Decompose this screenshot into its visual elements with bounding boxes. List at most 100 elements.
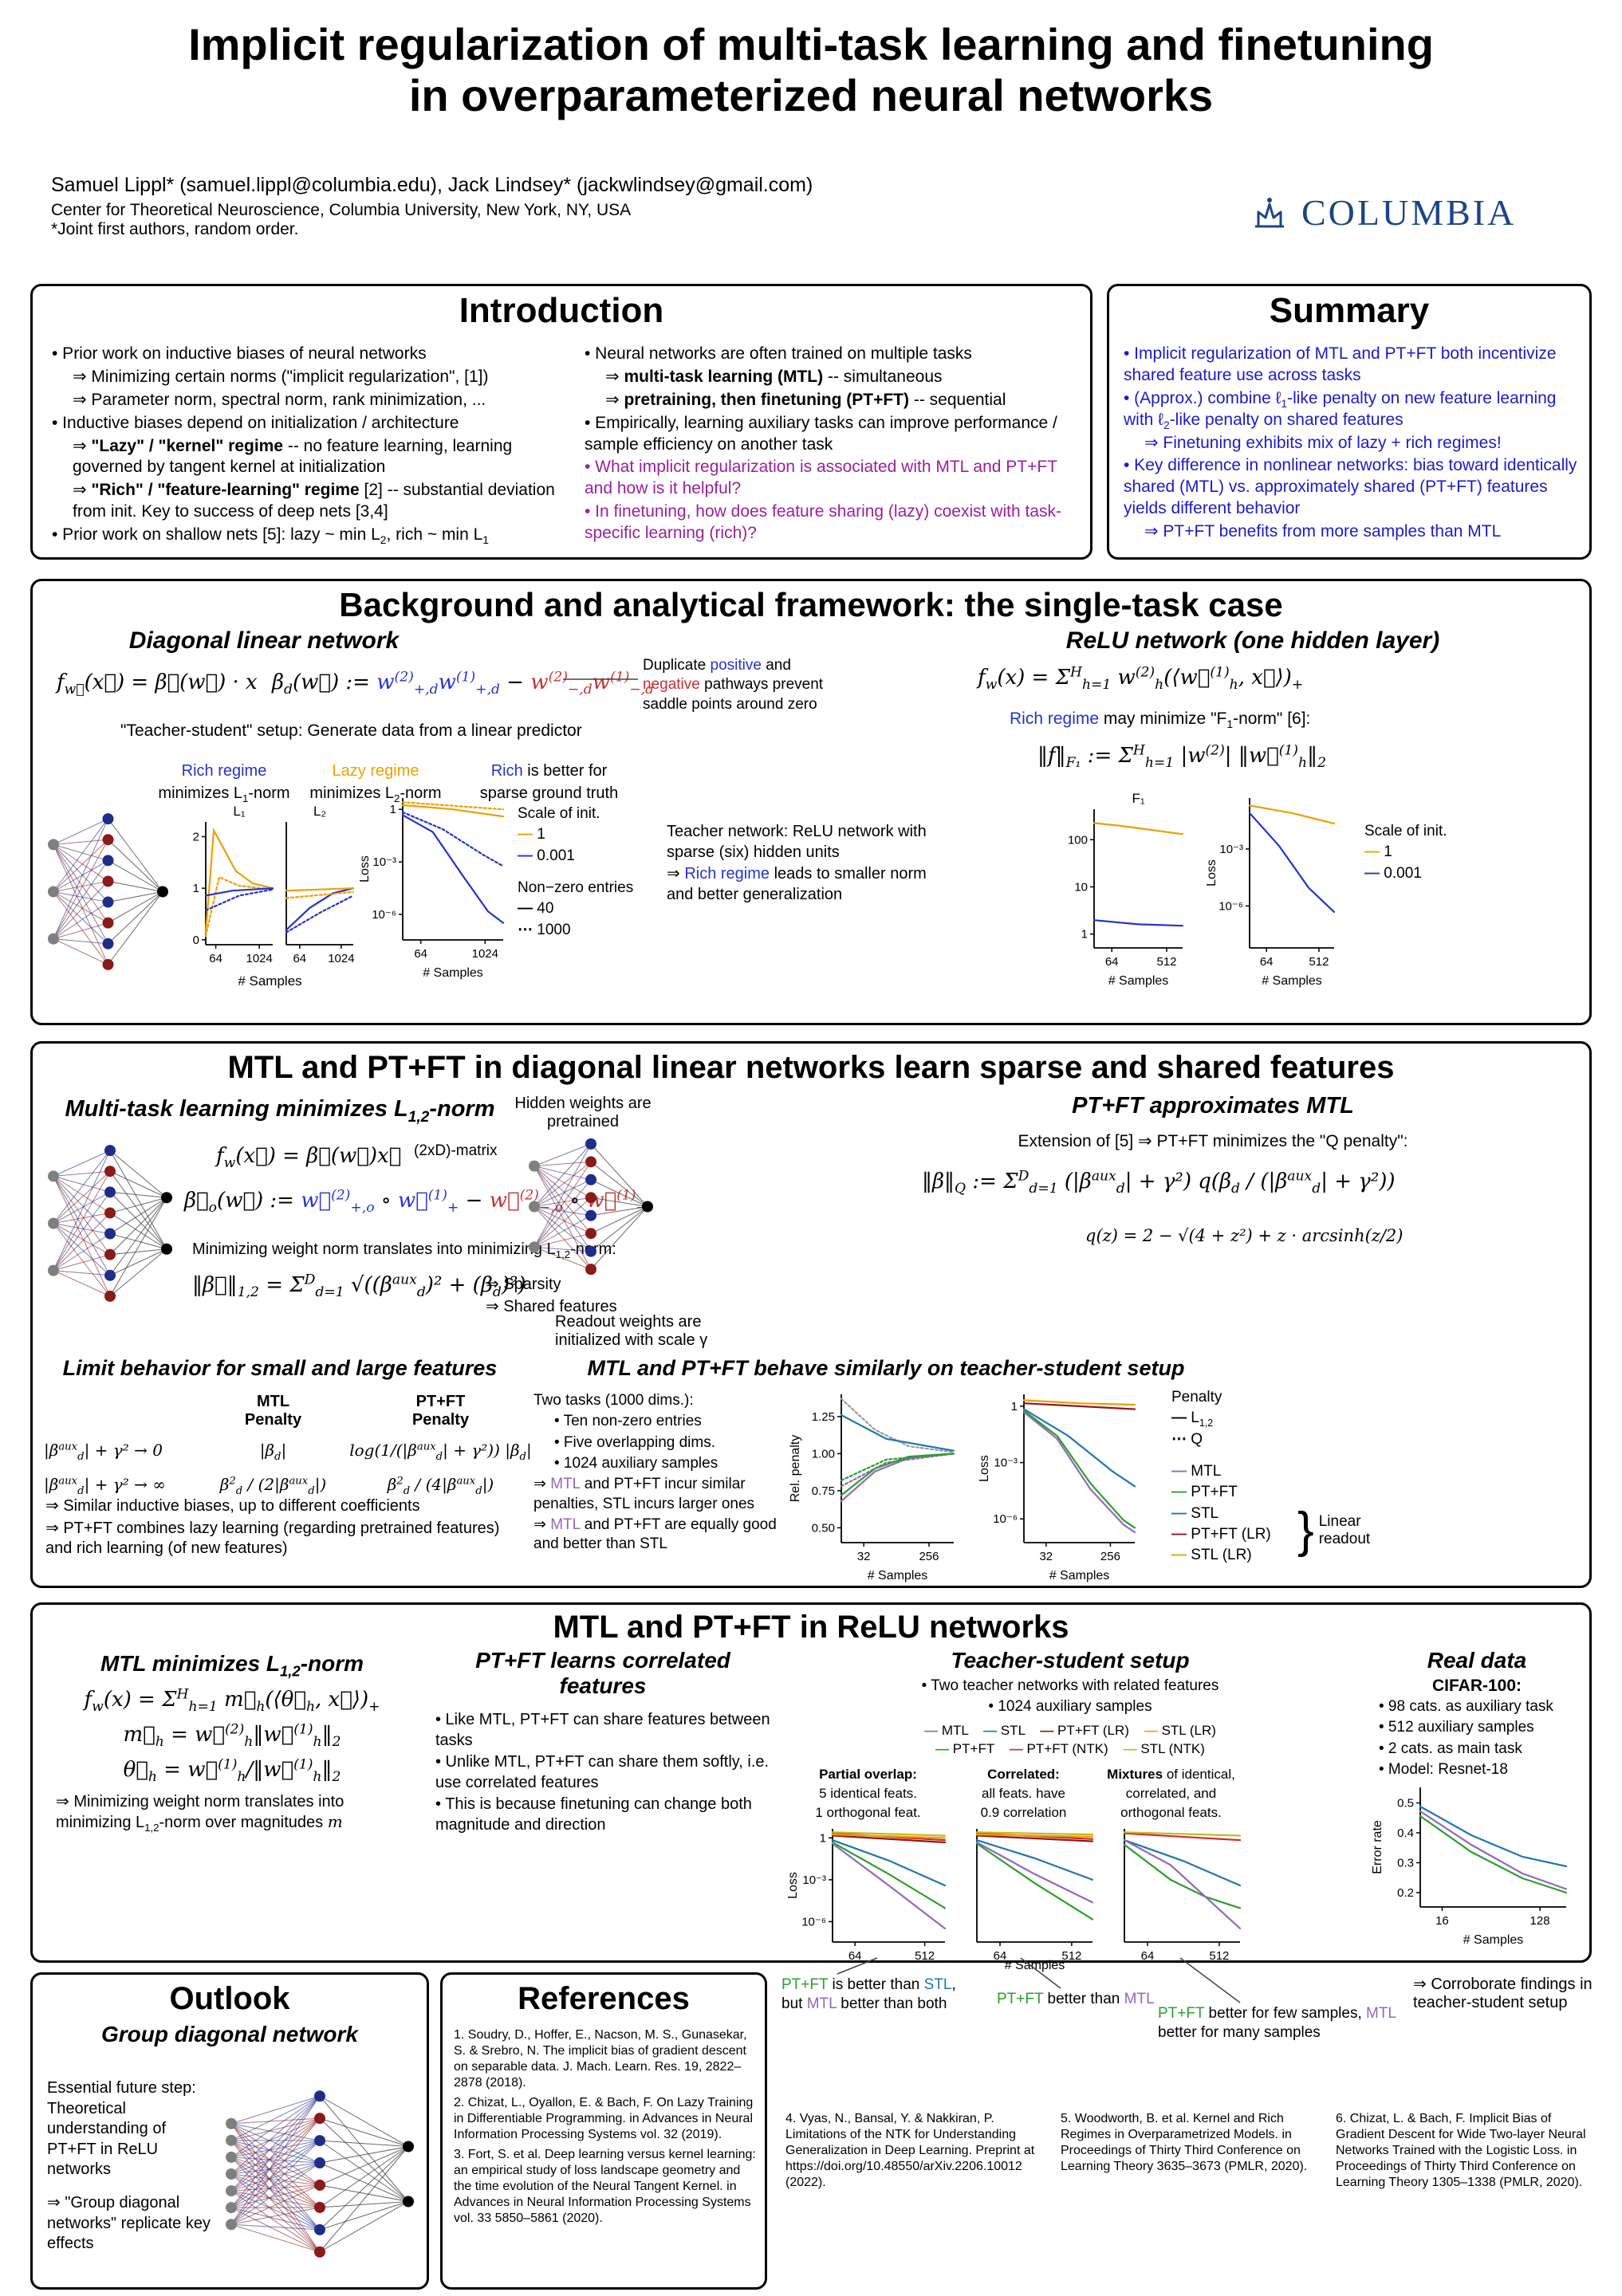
formula-mtl-fn: fw(x⃗) = β⃗(w⃗)x⃗	[216, 1139, 401, 1173]
brace-glyph: }	[1297, 1503, 1314, 1558]
svg-text:# Samples: # Samples	[1463, 1933, 1524, 1947]
svg-text:# Samples: # Samples	[1005, 1959, 1065, 1972]
svg-text:10⁻³: 10⁻³	[372, 855, 396, 869]
text-line: log(1/(|βauxd| + γ²)) |βd|	[349, 1441, 532, 1463]
svg-text:L₁: L₁	[233, 804, 245, 819]
svg-text:1024: 1024	[472, 947, 498, 961]
formula-beta-d: βd(w⃗) := w(2)+,dw(1)+,d − w(2)−,dw(1)−,…	[272, 666, 654, 699]
text-line: — 40	[518, 900, 554, 918]
text-line: fw(x⃗) = β⃗(w⃗)x⃗	[216, 1144, 402, 1172]
text-line: • Like MTL, PT+FT can share features bet…	[435, 1711, 775, 1749]
text-line: Two tasks (1000 dims.):	[533, 1392, 694, 1409]
svg-text:512: 512	[1061, 1949, 1081, 1963]
chart-mixtures: 64 512	[1097, 1822, 1245, 1978]
text-line: • What implicit regularization is associ…	[585, 458, 1062, 498]
text-line: • 512 auxiliary samples	[1379, 1719, 1534, 1736]
relu-mtl-note: ⇒ Minimizing weight norm translates into…	[45, 1792, 419, 1834]
svg-text:1: 1	[1011, 1400, 1018, 1413]
text-line: ⇒ multi-task learning (MTL) -- simultane…	[605, 367, 943, 386]
text-line: |βd|	[259, 1441, 287, 1463]
diagonal-mtl-title: MTL and PT+FT in diagonal linear network…	[227, 1050, 1395, 1085]
text-line: Rich regime	[181, 762, 267, 780]
text-line: — 0.001	[518, 847, 575, 864]
svg-text:512: 512	[1309, 955, 1329, 969]
svg-text:512: 512	[1209, 1949, 1229, 1963]
text-line: Mixtures of identical,	[1107, 1767, 1235, 1783]
svg-text:64: 64	[1141, 1949, 1155, 1963]
svg-text:0.5: 0.5	[1397, 1797, 1414, 1810]
svg-text:64: 64	[209, 952, 222, 965]
min-weight-norm-line: Minimizing weight norm translates into m…	[192, 1238, 616, 1262]
text-line: • Unlike MTL, PT+FT can share them softl…	[435, 1753, 774, 1791]
text-line: β2d / (2|βauxd|)	[219, 1474, 327, 1497]
limit-ptft-small: log(1/(|βauxd| + γ²)) |βd|	[339, 1439, 542, 1464]
svg-text:10⁻³: 10⁻³	[1219, 843, 1243, 856]
text-line: ⇒ MTL and PT+FT incur similar penalties,…	[533, 1476, 755, 1512]
poster-title: Implicit regularization of multi-task le…	[0, 19, 1622, 121]
relu-mtl-formulas: fw(x) = ΣHh=1 m⃗h(⟨θ⃗h, x⃗⟩)+m⃗h = w⃗(2)…	[45, 1686, 419, 1785]
text-line: Scale of init.	[518, 805, 600, 822]
svg-text:10⁻³: 10⁻³	[802, 1873, 826, 1887]
sparsity-notes: ⇒ Sparsity⇒ Shared features	[486, 1273, 629, 1319]
summary-title: Summary	[1269, 291, 1430, 330]
reference-4: 4. Vyas, N., Bansal, Y. & Nakkiran, P. L…	[785, 2112, 1035, 2189]
svg-text:10⁻⁶: 10⁻⁶	[993, 1512, 1018, 1526]
text-line: • Implicit regularization of MTL and PT+…	[1124, 344, 1561, 384]
penalty-series-legend: Penalty— L1,2⋯ Q— MTL— PT+FT— STL— PT+FT…	[1171, 1386, 1339, 1567]
introduction-col2: • Neural networks are often trained on m…	[585, 342, 1081, 546]
author-note: *Joint first authors, random order.	[51, 220, 299, 238]
text-line: orthogonal feats.	[1120, 1804, 1222, 1820]
rich-f1-line: Rich regime may minimize "F1-norm" [6]:	[1010, 707, 1310, 732]
mtl-minimizes-subtitle: Multi-task learning minimizes L1,2-norm	[65, 1093, 495, 1126]
svg-text:64: 64	[1105, 955, 1119, 969]
text-line: • This is because finetuning can change …	[435, 1795, 757, 1834]
background-title: Background and analytical framework: the…	[339, 586, 1283, 623]
svg-text:Loss: Loss	[1205, 859, 1218, 887]
text-line: m⃗h = w⃗(2)h‖w⃗(1)h‖2	[123, 1721, 341, 1751]
limit-mtl-small: |βd|	[207, 1439, 339, 1464]
svg-text:64: 64	[293, 952, 306, 965]
mtl-network-diagram	[42, 1138, 178, 1313]
svg-text:10⁻³: 10⁻³	[994, 1457, 1018, 1470]
text-line: — 1	[1364, 843, 1392, 861]
matrix-note: (2xD)-matrix	[414, 1142, 498, 1159]
text-line: q(z) = 2 − √(4 + z²) + z · arcsinh(z/2)	[1085, 1226, 1404, 1245]
limit-notes: ⇒ Similar inductive biases, up to differ…	[45, 1495, 524, 1561]
formula-q-penalty: ‖β‖Q := ΣDd=1 (|βauxd| + γ²) q(βd / (|βa…	[922, 1165, 1396, 1198]
diagonal-network-diagram	[42, 806, 174, 981]
text-line: • In finetuning, how does feature sharin…	[585, 502, 1061, 542]
text-line: ⇒ Similar inductive biases, up to differ…	[45, 1497, 420, 1515]
relu-col3: Teacher-student setup • Two teacher netw…	[786, 1648, 1354, 1978]
text-line: • Empirically, learning auxiliary tasks …	[585, 413, 1062, 454]
ts-behave-subtitle: MTL and PT+FT behave similarly on teache…	[587, 1356, 1185, 1380]
limit-table: MTL Penalty PT+FT Penalty |βauxd| + γ² →…	[44, 1393, 542, 1497]
text-line: Teacher network: ReLU network with spars…	[667, 823, 931, 861]
text-line: — STL (LR)	[1171, 1547, 1252, 1564]
text-line: Multi-task learning minimizes L1,2-norm	[65, 1096, 495, 1126]
svg-text:0.75: 0.75	[812, 1484, 835, 1498]
text-line: Scale of init.	[1364, 823, 1447, 839]
group-diagonal-network-diagram	[220, 2082, 419, 2270]
text-line: Essential future step: Theoretical under…	[47, 2079, 200, 2179]
title-line1: Implicit regularization of multi-task le…	[188, 19, 1434, 69]
cifar-heading: CIFAR-100:	[1431, 1677, 1522, 1695]
columbia-wordmark: COLUMBIA	[1301, 192, 1517, 233]
text-line: Non−zero entries	[518, 879, 634, 896]
text-line: • Key difference in nonlinear networks: …	[1124, 456, 1582, 518]
teacher-network-text: Teacher network: ReLU network with spars…	[667, 820, 950, 906]
text-line: ⇒ Rich regime leads to smaller norm and …	[667, 865, 931, 903]
text-line: all feats. have	[982, 1785, 1065, 1801]
svg-text:100: 100	[1068, 833, 1088, 847]
svg-text:L₂: L₂	[313, 804, 326, 819]
text-line: ⇒ Sparsity	[486, 1276, 561, 1293]
annotation-correlated: PT+FT better than MTL	[997, 1988, 1168, 2011]
text-line: — PT+FT	[1171, 1484, 1238, 1501]
network-canvas	[48, 1145, 172, 1302]
text-line: • Prior work on inductive biases of neur…	[52, 344, 427, 363]
annotation-mixtures: PT+FT better for few samples, MTL better…	[1158, 2003, 1397, 2045]
